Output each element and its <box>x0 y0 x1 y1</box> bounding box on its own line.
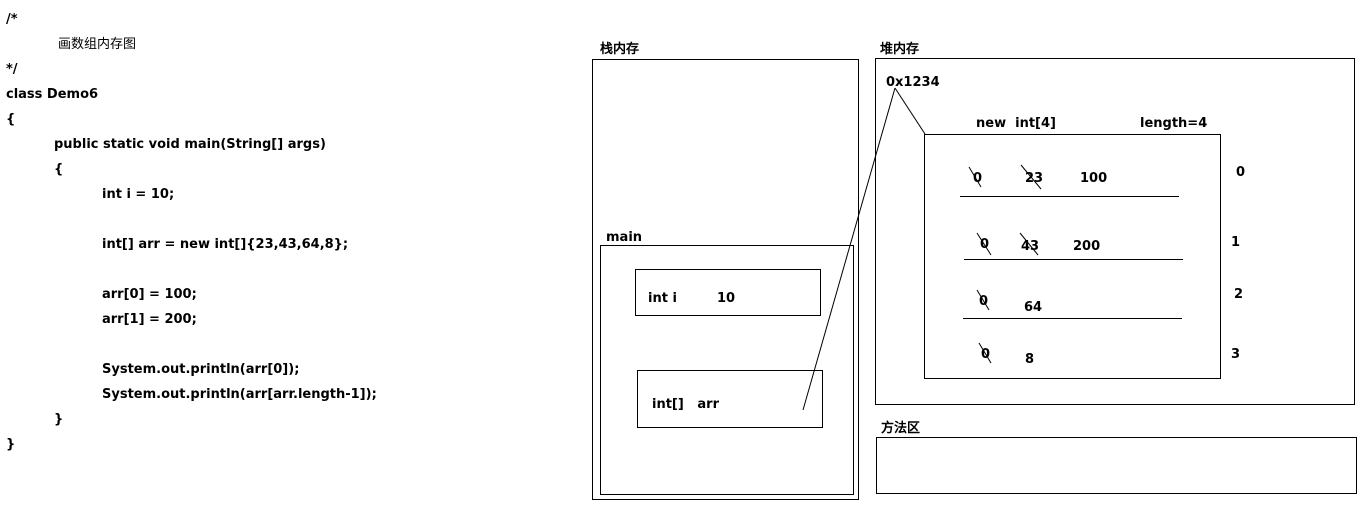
code-line-main: public static void main(String[] args) <box>54 137 326 152</box>
array-length: length=4 <box>1140 116 1208 131</box>
element-value: 64 <box>1024 300 1043 315</box>
code-line-print-0: System.out.println(arr[0]); <box>102 362 300 377</box>
code-line-comment-text: 画数组内存图 <box>58 37 137 52</box>
old-value-default: 0 <box>981 347 991 362</box>
old-value-initial: 23 <box>1025 171 1044 186</box>
code-line-int-i: int i = 10; <box>102 187 175 202</box>
old-value-default: 0 <box>979 294 989 309</box>
method-area-title: 方法区 <box>881 421 921 436</box>
old-value-initial: 43 <box>1021 239 1040 254</box>
stack-title: 栈内存 <box>600 42 640 57</box>
row-divider <box>964 259 1183 260</box>
index-label: 2 <box>1234 287 1244 302</box>
var-arr-name: int[] arr <box>652 397 719 412</box>
code-line-brace: } <box>54 412 64 427</box>
element-value: 8 <box>1025 352 1035 367</box>
row-divider <box>960 196 1179 197</box>
code-line-brace: { <box>6 112 16 127</box>
method-area-region <box>876 437 1357 494</box>
array-header: new int[4] <box>976 116 1056 131</box>
var-i-value: 10 <box>717 291 736 306</box>
index-label: 1 <box>1231 235 1241 250</box>
heap-title: 堆内存 <box>880 42 920 57</box>
array-object <box>924 134 1221 379</box>
row-divider <box>963 318 1182 319</box>
old-value-default: 0 <box>973 171 983 186</box>
code-line-print-last: System.out.println(arr[arr.length-1]); <box>102 387 377 402</box>
index-label: 3 <box>1231 347 1241 362</box>
old-value-default: 0 <box>980 237 990 252</box>
code-line-comment-open: /* <box>6 12 18 27</box>
index-label: 0 <box>1236 165 1246 180</box>
element-value: 100 <box>1080 171 1108 186</box>
code-line-class: class Demo6 <box>6 87 99 102</box>
var-i-name: int i <box>648 291 677 306</box>
code-line-brace: { <box>54 162 64 177</box>
element-value: 200 <box>1073 239 1101 254</box>
main-frame-title: main <box>606 230 643 245</box>
heap-address: 0x1234 <box>886 75 940 90</box>
code-line-new-array: int[] arr = new int[]{23,43,64,8}; <box>102 237 349 252</box>
code-line-comment-close: */ <box>6 62 18 77</box>
code-line-assign-0: arr[0] = 100; <box>102 287 197 302</box>
code-line-assign-1: arr[1] = 200; <box>102 312 197 327</box>
code-line-brace: } <box>6 437 16 452</box>
